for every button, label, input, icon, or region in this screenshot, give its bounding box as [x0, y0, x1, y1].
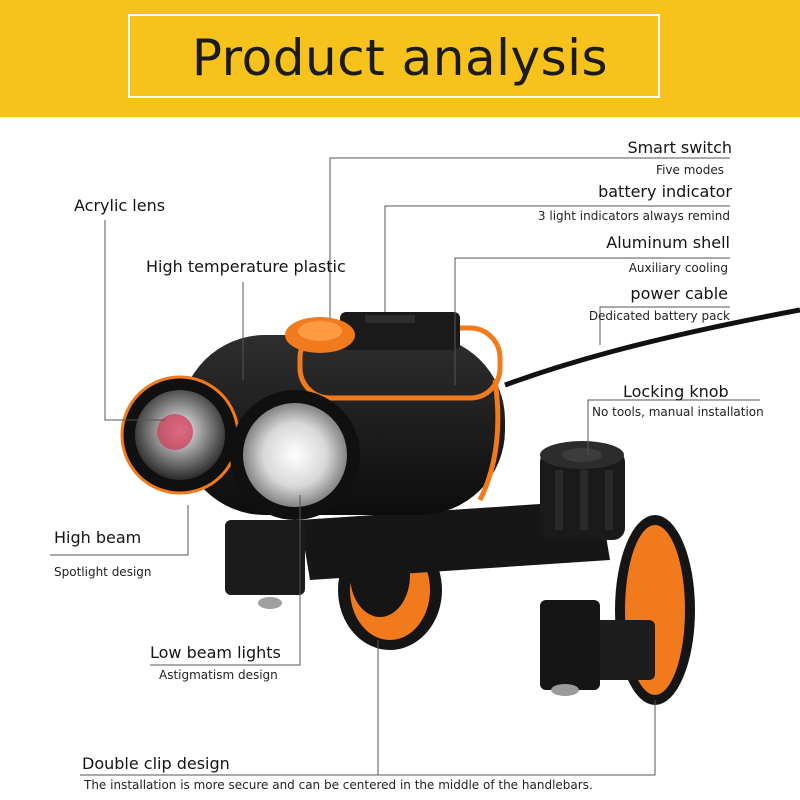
smart-switch-detail: Five modes	[656, 163, 724, 177]
locking-knob-title: Locking knob	[623, 382, 729, 401]
leader-battery	[384, 205, 730, 312]
double-clip-title: Double clip design	[82, 754, 230, 773]
power-cable-title: power cable	[630, 284, 728, 303]
leader-low-beam	[150, 495, 301, 666]
battery-indicator-title: battery indicator	[598, 182, 732, 201]
low-beam-lens	[230, 390, 360, 520]
leader-aluminum	[454, 257, 730, 385]
low-beam-detail: Astigmatism design	[159, 668, 278, 682]
leader-acrylic	[104, 220, 165, 421]
header-frame	[128, 14, 660, 98]
high-beam-lens	[120, 375, 240, 495]
low-beam-title: Low beam lights	[150, 643, 281, 662]
high-beam-title: High beam	[54, 528, 142, 547]
double-clip-detail: The installation is more secure and can …	[84, 778, 593, 792]
power-cable-detail: Dedicated battery pack	[588, 309, 730, 323]
mount-block	[225, 520, 305, 595]
aluminum-shell-title: Aluminum shell	[606, 233, 730, 252]
locking-knob-detail: No tools, manual installation	[592, 405, 764, 419]
leader-smart-switch	[329, 157, 730, 318]
leader-lines	[50, 157, 760, 776]
mount-arm	[300, 500, 610, 580]
high-beam-detail: Spotlight design	[54, 565, 152, 579]
page-title: Product analysis	[191, 29, 609, 87]
power-cable	[504, 307, 800, 388]
acrylic-lens-title: Acrylic lens	[74, 196, 166, 215]
leader-power-cable	[599, 306, 730, 345]
smart-switch-title: Smart switch	[627, 138, 732, 157]
leader-double-clip-right	[378, 700, 656, 776]
leader-locking-knob	[587, 399, 760, 455]
aluminum-shell-detail: Auxiliary cooling	[628, 261, 728, 275]
right-clamp	[540, 515, 695, 705]
leader-high-beam	[50, 505, 189, 556]
locking-knob	[540, 441, 625, 540]
high-temp-plastic-title: High temperature plastic	[146, 257, 346, 276]
battery-indicator-detail: 3 light indicators always remind	[537, 209, 730, 223]
